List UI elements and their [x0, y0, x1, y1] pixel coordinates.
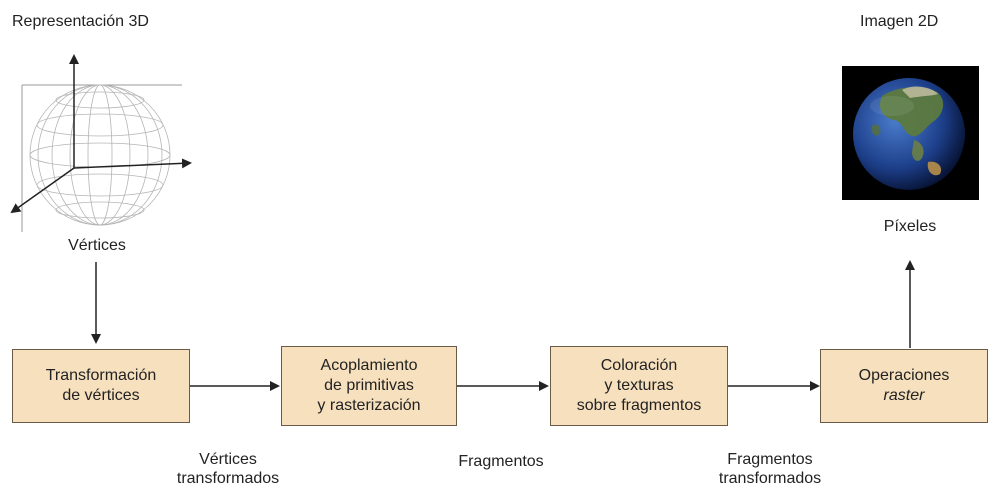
- globe-icon: [853, 78, 965, 190]
- axis-x: [73, 158, 192, 169]
- axes: [10, 54, 192, 214]
- axis-z: [10, 167, 75, 214]
- box-vertex-transformation-line2: de vértices: [62, 387, 140, 404]
- box-primitive-assembly-line2: de primitivas: [324, 377, 414, 394]
- edge-label-transformed-fragments-line2: transformados: [718, 470, 822, 487]
- flow-arrows: [91, 260, 915, 391]
- title-2d-image: Imagen 2D: [860, 13, 939, 30]
- box-fragment-coloring-line2: y texturas: [604, 377, 674, 394]
- box-raster-operations: Operaciones raster: [820, 349, 988, 423]
- edge-label-transformed-fragments-line1: Fragmentos: [727, 451, 813, 468]
- vertices-label: Vértices: [68, 237, 126, 254]
- edge-label-transformed-vertices: Vértices transformados: [177, 450, 279, 488]
- edge-label-transformed-vertices-line1: Vértices: [199, 451, 257, 468]
- title-3d-representation: Representación 3D: [12, 13, 149, 30]
- box-fragment-coloring-line3: sobre fragmentos: [576, 397, 702, 414]
- box-primitive-assembly-line1: Acoplamiento: [320, 357, 418, 374]
- box-fragment-coloring-line1: Coloración: [600, 357, 678, 374]
- box-primitive-assembly: Acoplamiento de primitivas y rasterizaci…: [281, 346, 457, 426]
- edge-label-transformed-vertices-line2: transformados: [176, 470, 280, 487]
- box-fragment-coloring: Coloración y texturas sobre fragmentos: [550, 346, 728, 426]
- box-vertex-transformation-line1: Transformación: [45, 367, 157, 384]
- box-raster-operations-line1: Operaciones: [858, 367, 950, 384]
- sphere-icon: [29, 84, 171, 226]
- pixels-label: Píxeles: [883, 218, 937, 235]
- box-vertex-transformation: Transformación de vértices: [12, 349, 190, 423]
- edge-label-transformed-fragments: Fragmentos transformados: [719, 450, 821, 488]
- scene-frame: [21, 84, 182, 232]
- box-primitive-assembly-line3: y rasterización: [317, 397, 421, 414]
- earth-image: [842, 66, 979, 200]
- edge-label-fragments: Fragmentos: [458, 453, 544, 470]
- box-raster-operations-line2: raster: [883, 387, 925, 404]
